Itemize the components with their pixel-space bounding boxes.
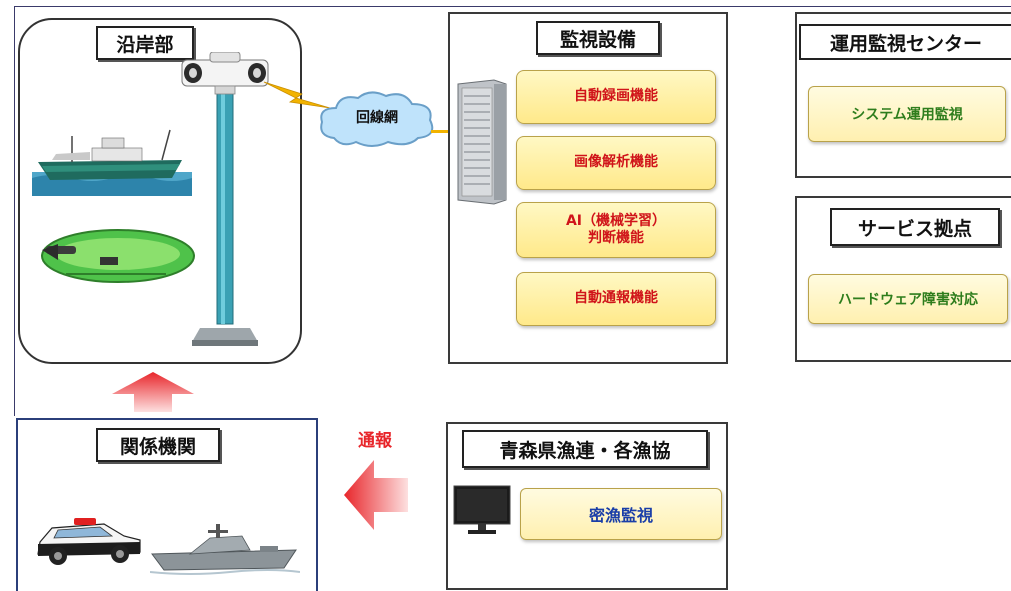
left-arrow-icon — [344, 460, 408, 530]
camera-pole-image — [181, 52, 269, 346]
left-border-line — [14, 6, 15, 416]
ai-judgment-line1: AI（機械学習） — [565, 212, 667, 229]
service-base-title: サービス拠点 — [830, 208, 1000, 246]
auto-recording-function: 自動録画機能 — [516, 70, 716, 124]
fishery-title: 青森県漁連・各漁協 — [462, 430, 708, 468]
notify-label: 通報 — [358, 431, 392, 451]
poaching-monitoring: 密漁監視 — [520, 488, 722, 540]
coastal-title: 沿岸部 — [96, 26, 194, 60]
system-ops-monitoring: システム運用監視 — [808, 86, 1006, 142]
agencies-title: 関係機関 — [96, 428, 220, 462]
auto-notify-function: 自動通報機能 — [516, 272, 716, 326]
image-analysis-function: 画像解析機能 — [516, 136, 716, 190]
monitoring-title: 監視設備 — [536, 21, 660, 55]
rubber-boat-image — [41, 229, 195, 283]
hardware-fault-support: ハードウェア障害対応 — [808, 274, 1008, 324]
ai-judgment-line2: 判断機能 — [588, 230, 644, 246]
fishing-boat-image — [32, 129, 192, 196]
ops-center-title: 運用監視センター — [799, 24, 1011, 60]
network-label: 回線網 — [356, 110, 398, 126]
police-car-image — [37, 518, 141, 565]
top-border-line — [14, 6, 1011, 7]
patrol-ship-image — [150, 524, 300, 575]
up-arrow-icon — [112, 372, 194, 412]
server-rack-icon — [457, 79, 507, 205]
monitor-icon — [453, 485, 511, 534]
network-cloud-icon — [320, 91, 434, 147]
cloud-to-server-line — [431, 130, 459, 133]
ai-judgment-function: AI（機械学習） 判断機能 — [516, 202, 716, 258]
